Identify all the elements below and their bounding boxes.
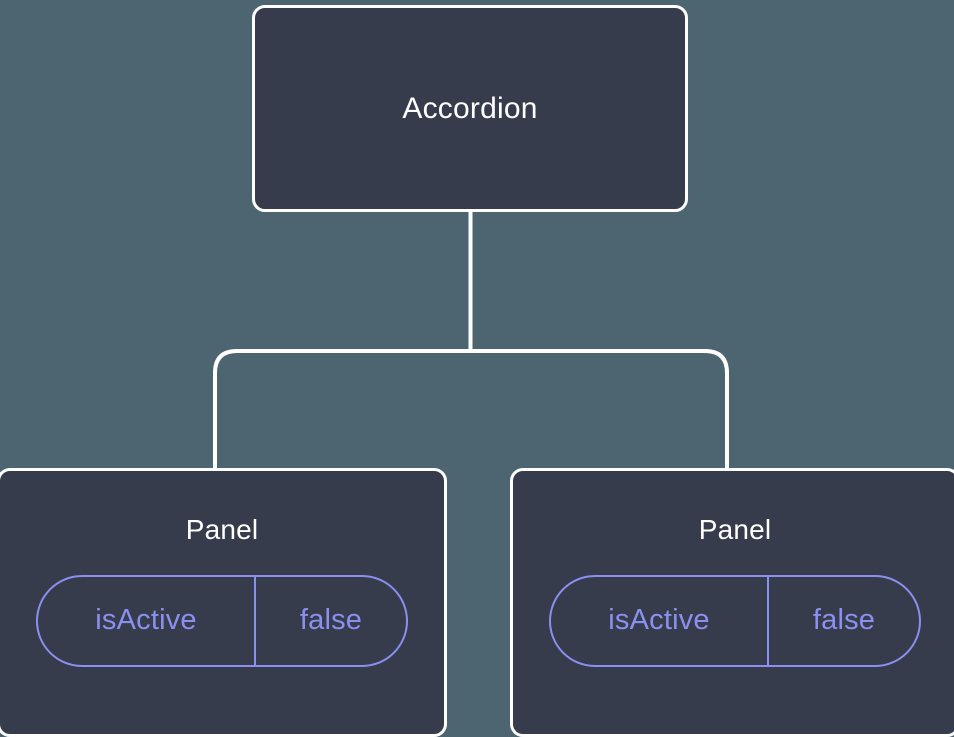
node-panel-right-label: Panel bbox=[698, 514, 772, 545]
edge-root-to-panel-left bbox=[213, 349, 471, 470]
node-panel-left[interactable]: Panel isActive false bbox=[0, 468, 447, 737]
node-accordion-label: Accordion bbox=[402, 92, 538, 125]
state-pill-key-panel-left: isActive bbox=[95, 604, 197, 637]
node-panel-left-label: Panel bbox=[185, 514, 259, 545]
state-pill-panel-left[interactable]: isActive false bbox=[36, 574, 408, 667]
state-pill-key-panel-right: isActive bbox=[608, 604, 710, 637]
node-panel-right[interactable]: Panel isActive false bbox=[510, 468, 954, 737]
edge-root-to-panel-right bbox=[470, 349, 729, 470]
state-pill-panel-right[interactable]: isActive false bbox=[549, 574, 921, 667]
node-accordion[interactable]: Accordion bbox=[252, 5, 688, 212]
state-pill-value-panel-left: false bbox=[299, 604, 363, 637]
state-pill-value-panel-right: false bbox=[812, 604, 876, 637]
state-pill-divider-panel-right bbox=[767, 576, 769, 665]
state-pill-divider-panel-left bbox=[254, 576, 256, 665]
